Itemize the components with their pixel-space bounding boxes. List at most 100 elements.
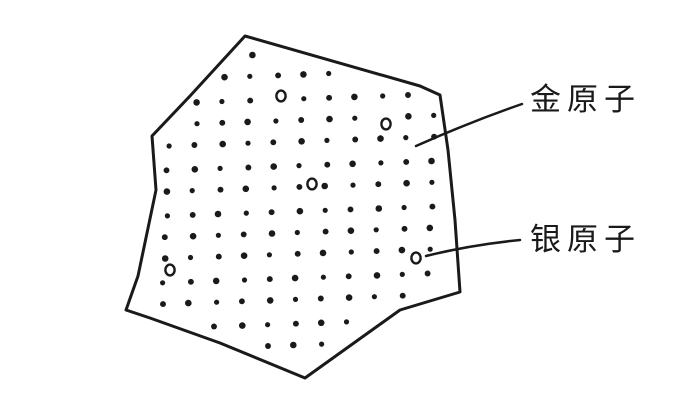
gold-atom	[214, 299, 220, 305]
gold-atom	[375, 205, 383, 212]
gold-atom	[268, 230, 276, 237]
gold-atom	[273, 118, 279, 124]
gold-atom	[241, 277, 248, 283]
gold-atom	[321, 182, 329, 190]
silver-atom	[275, 89, 287, 103]
gold-atom	[375, 181, 382, 188]
gold-atom	[160, 301, 166, 308]
gold-atom	[317, 319, 325, 327]
gold-atom	[403, 158, 410, 165]
gold-atom	[326, 70, 332, 77]
gold-atom	[378, 160, 384, 166]
gold-atom	[268, 209, 275, 216]
gold-atom	[427, 246, 433, 252]
gold-atom	[238, 298, 245, 305]
gold-atom	[163, 188, 171, 195]
gold-atom	[161, 234, 168, 241]
gold-atom	[322, 207, 328, 213]
gold-atom	[424, 270, 431, 277]
gold-atom-label: 金原子	[530, 82, 641, 118]
gold-atom	[300, 71, 307, 78]
gold-atom	[298, 138, 305, 145]
gold-atom	[219, 119, 226, 126]
gold-atom	[401, 204, 407, 211]
gold-atom	[266, 276, 273, 283]
gold-atom	[189, 211, 196, 218]
gold-atom	[429, 203, 436, 210]
gold-atom	[243, 210, 249, 216]
gold-atom	[373, 272, 381, 279]
gold-atom	[326, 115, 333, 123]
gold-atom	[373, 248, 380, 255]
gold-atom	[399, 292, 406, 299]
gold-atom	[343, 319, 350, 325]
gold-atom	[298, 117, 305, 123]
gold-atom	[371, 294, 377, 300]
gold-atom	[187, 278, 194, 285]
gold-atom	[245, 164, 252, 171]
silver-atom	[380, 117, 392, 131]
gold-atom	[191, 166, 199, 173]
gold-atom	[191, 142, 198, 148]
gold-atom	[161, 255, 169, 262]
gold-atom	[296, 207, 304, 215]
gold-atom	[212, 277, 220, 285]
gold-atom	[219, 98, 225, 105]
gold-atom	[221, 73, 228, 81]
gold-atom	[189, 232, 197, 240]
gold-atom	[217, 186, 224, 193]
silver-atom	[410, 251, 422, 265]
gold-atom	[352, 115, 358, 121]
atom-lattice	[160, 51, 438, 349]
gold-atom	[266, 297, 274, 304]
gold-atom	[317, 295, 324, 302]
gold-atom	[219, 140, 226, 148]
crystal-boundary	[124, 34, 462, 380]
gold-atom	[271, 185, 277, 191]
gold-atom	[292, 320, 299, 327]
gold-atom	[214, 210, 222, 218]
gold-atom	[352, 136, 359, 143]
gold-atom	[211, 323, 217, 330]
gold-atom	[249, 51, 256, 59]
gold-atom	[239, 322, 246, 329]
gold-atom	[242, 185, 250, 193]
silver-atom	[306, 177, 318, 191]
gold-atom	[373, 227, 379, 233]
gold-atom	[292, 296, 299, 302]
gold-atom	[296, 163, 302, 169]
gold-atom	[240, 252, 248, 259]
gold-atom	[185, 299, 192, 307]
gold-atom	[345, 273, 352, 280]
gold-atom	[163, 167, 170, 174]
gold-atom	[347, 227, 355, 234]
gold-atom	[405, 92, 411, 98]
gold-atom	[215, 232, 221, 238]
gold-atom	[350, 182, 356, 188]
gold-atom	[247, 97, 254, 104]
gold-atom	[164, 213, 170, 219]
gold-atom	[431, 112, 437, 118]
gold-atom	[426, 224, 434, 232]
silver-atom	[164, 263, 176, 277]
silver-leader-line	[424, 238, 522, 258]
gold-atom	[401, 225, 408, 232]
gold-atom	[319, 341, 325, 347]
gold-atom	[319, 249, 327, 257]
gold-atom	[398, 246, 406, 254]
gold-atom	[166, 143, 172, 149]
gold-atom	[215, 253, 222, 260]
gold-atom	[244, 118, 251, 126]
gold-atom	[194, 121, 200, 127]
gold-atom	[265, 322, 271, 328]
gold-atom	[405, 113, 412, 120]
gold-atom	[399, 271, 405, 277]
gold-atom	[403, 135, 409, 141]
gold-atom	[266, 252, 272, 258]
gold-atom	[326, 94, 333, 101]
gold-atom	[270, 163, 278, 170]
gold-atom	[193, 99, 200, 106]
gold-atom	[322, 228, 329, 235]
gold-atom	[301, 96, 307, 102]
